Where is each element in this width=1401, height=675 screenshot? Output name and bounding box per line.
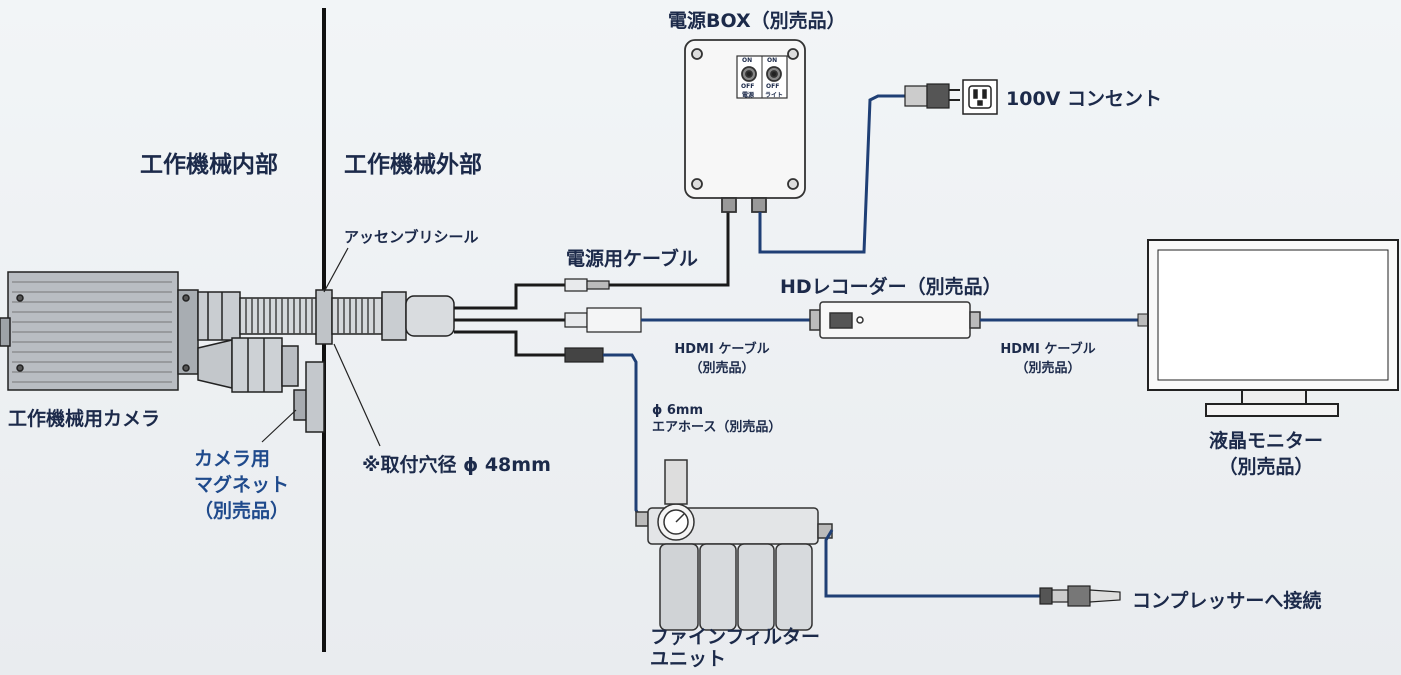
hd-recorder — [809, 301, 981, 339]
mount-hole-label: ※取付穴径 ϕ 48mm — [362, 454, 551, 476]
switch-1-off: OFF — [741, 83, 755, 90]
power-cable — [609, 210, 730, 287]
filter-unit-label: ファインフィルター ユニット — [650, 626, 820, 670]
air-hose-label-2: エアホース（別売品） — [652, 420, 782, 435]
hdmi-cable-1-sub: （別売品） — [689, 361, 755, 376]
assembly-seal-label: アッセンブリシール — [344, 228, 479, 246]
magnet-label-3: （別売品） — [194, 500, 290, 522]
magnet-label-2: マグネット — [194, 474, 290, 496]
air-coupler — [564, 347, 604, 363]
air-hose-label: ϕ 6mm エアホース（別売品） — [652, 402, 781, 436]
power-plug — [904, 83, 960, 109]
lcd-monitor — [1147, 239, 1399, 417]
switch-2-on: ON — [767, 57, 778, 64]
outlet-label: 100V コンセント — [1006, 88, 1162, 110]
hdmi-cable-1-label: HDMI ケーブル （別売品） — [652, 338, 792, 376]
air-hose — [603, 353, 642, 519]
hd-recorder-label: HDレコーダー（別売品） — [780, 276, 1002, 298]
switch-2-caption: ライト — [765, 92, 784, 99]
power-cable-label: 電源用ケーブル — [566, 248, 698, 270]
power-box — [684, 39, 806, 213]
switch-1-caption: 電源 — [742, 92, 755, 99]
wall-outlet — [962, 79, 998, 115]
camera-bellows — [197, 289, 455, 345]
switch-2-off: OFF — [766, 83, 780, 90]
camera-label: 工作機械用カメラ — [8, 408, 161, 430]
monitor-label: 液晶モニター （別売品） — [1196, 428, 1336, 480]
air-nozzle — [197, 337, 299, 393]
hdmi-cable-2-text: HDMI ケーブル — [1000, 342, 1096, 357]
switch-1-on: ON — [742, 57, 753, 64]
camera-body — [0, 271, 199, 391]
magnet-label-1: カメラ用 — [194, 448, 271, 470]
hdmi-cable-2-sub: （別売品） — [1015, 361, 1081, 376]
power-cable-connector — [564, 278, 610, 292]
filter-to-compressor-hose — [824, 529, 1040, 598]
air-hose-label-1: ϕ 6mm — [652, 403, 704, 418]
magnet-label: カメラ用 マグネット （別売品） — [194, 446, 289, 524]
magnet — [293, 361, 325, 433]
camera-cables — [454, 283, 565, 357]
filter-unit-label-1: ファインフィルター — [650, 626, 821, 648]
hdmi-cable-1-text: HDMI ケーブル — [674, 342, 770, 357]
monitor-label-1: 液晶モニター — [1208, 430, 1323, 452]
compressor-label: コンプレッサーへ接続 — [1132, 590, 1322, 612]
hdmi-adapter — [564, 307, 642, 333]
hdmi-cable-2-label: HDMI ケーブル （別売品） — [978, 338, 1118, 376]
fine-filter-unit — [635, 459, 833, 631]
power-box-to-outlet-cable — [758, 94, 905, 254]
compressor-coupler — [1039, 585, 1121, 607]
machine-outside-label: 工作機械外部 — [344, 152, 482, 178]
filter-unit-label-2: ユニット — [650, 648, 727, 670]
power-box-label: 電源BOX（別売品） — [668, 10, 846, 32]
monitor-label-2: （別売品） — [1218, 456, 1314, 478]
machine-inside-label: 工作機械内部 — [140, 152, 278, 178]
